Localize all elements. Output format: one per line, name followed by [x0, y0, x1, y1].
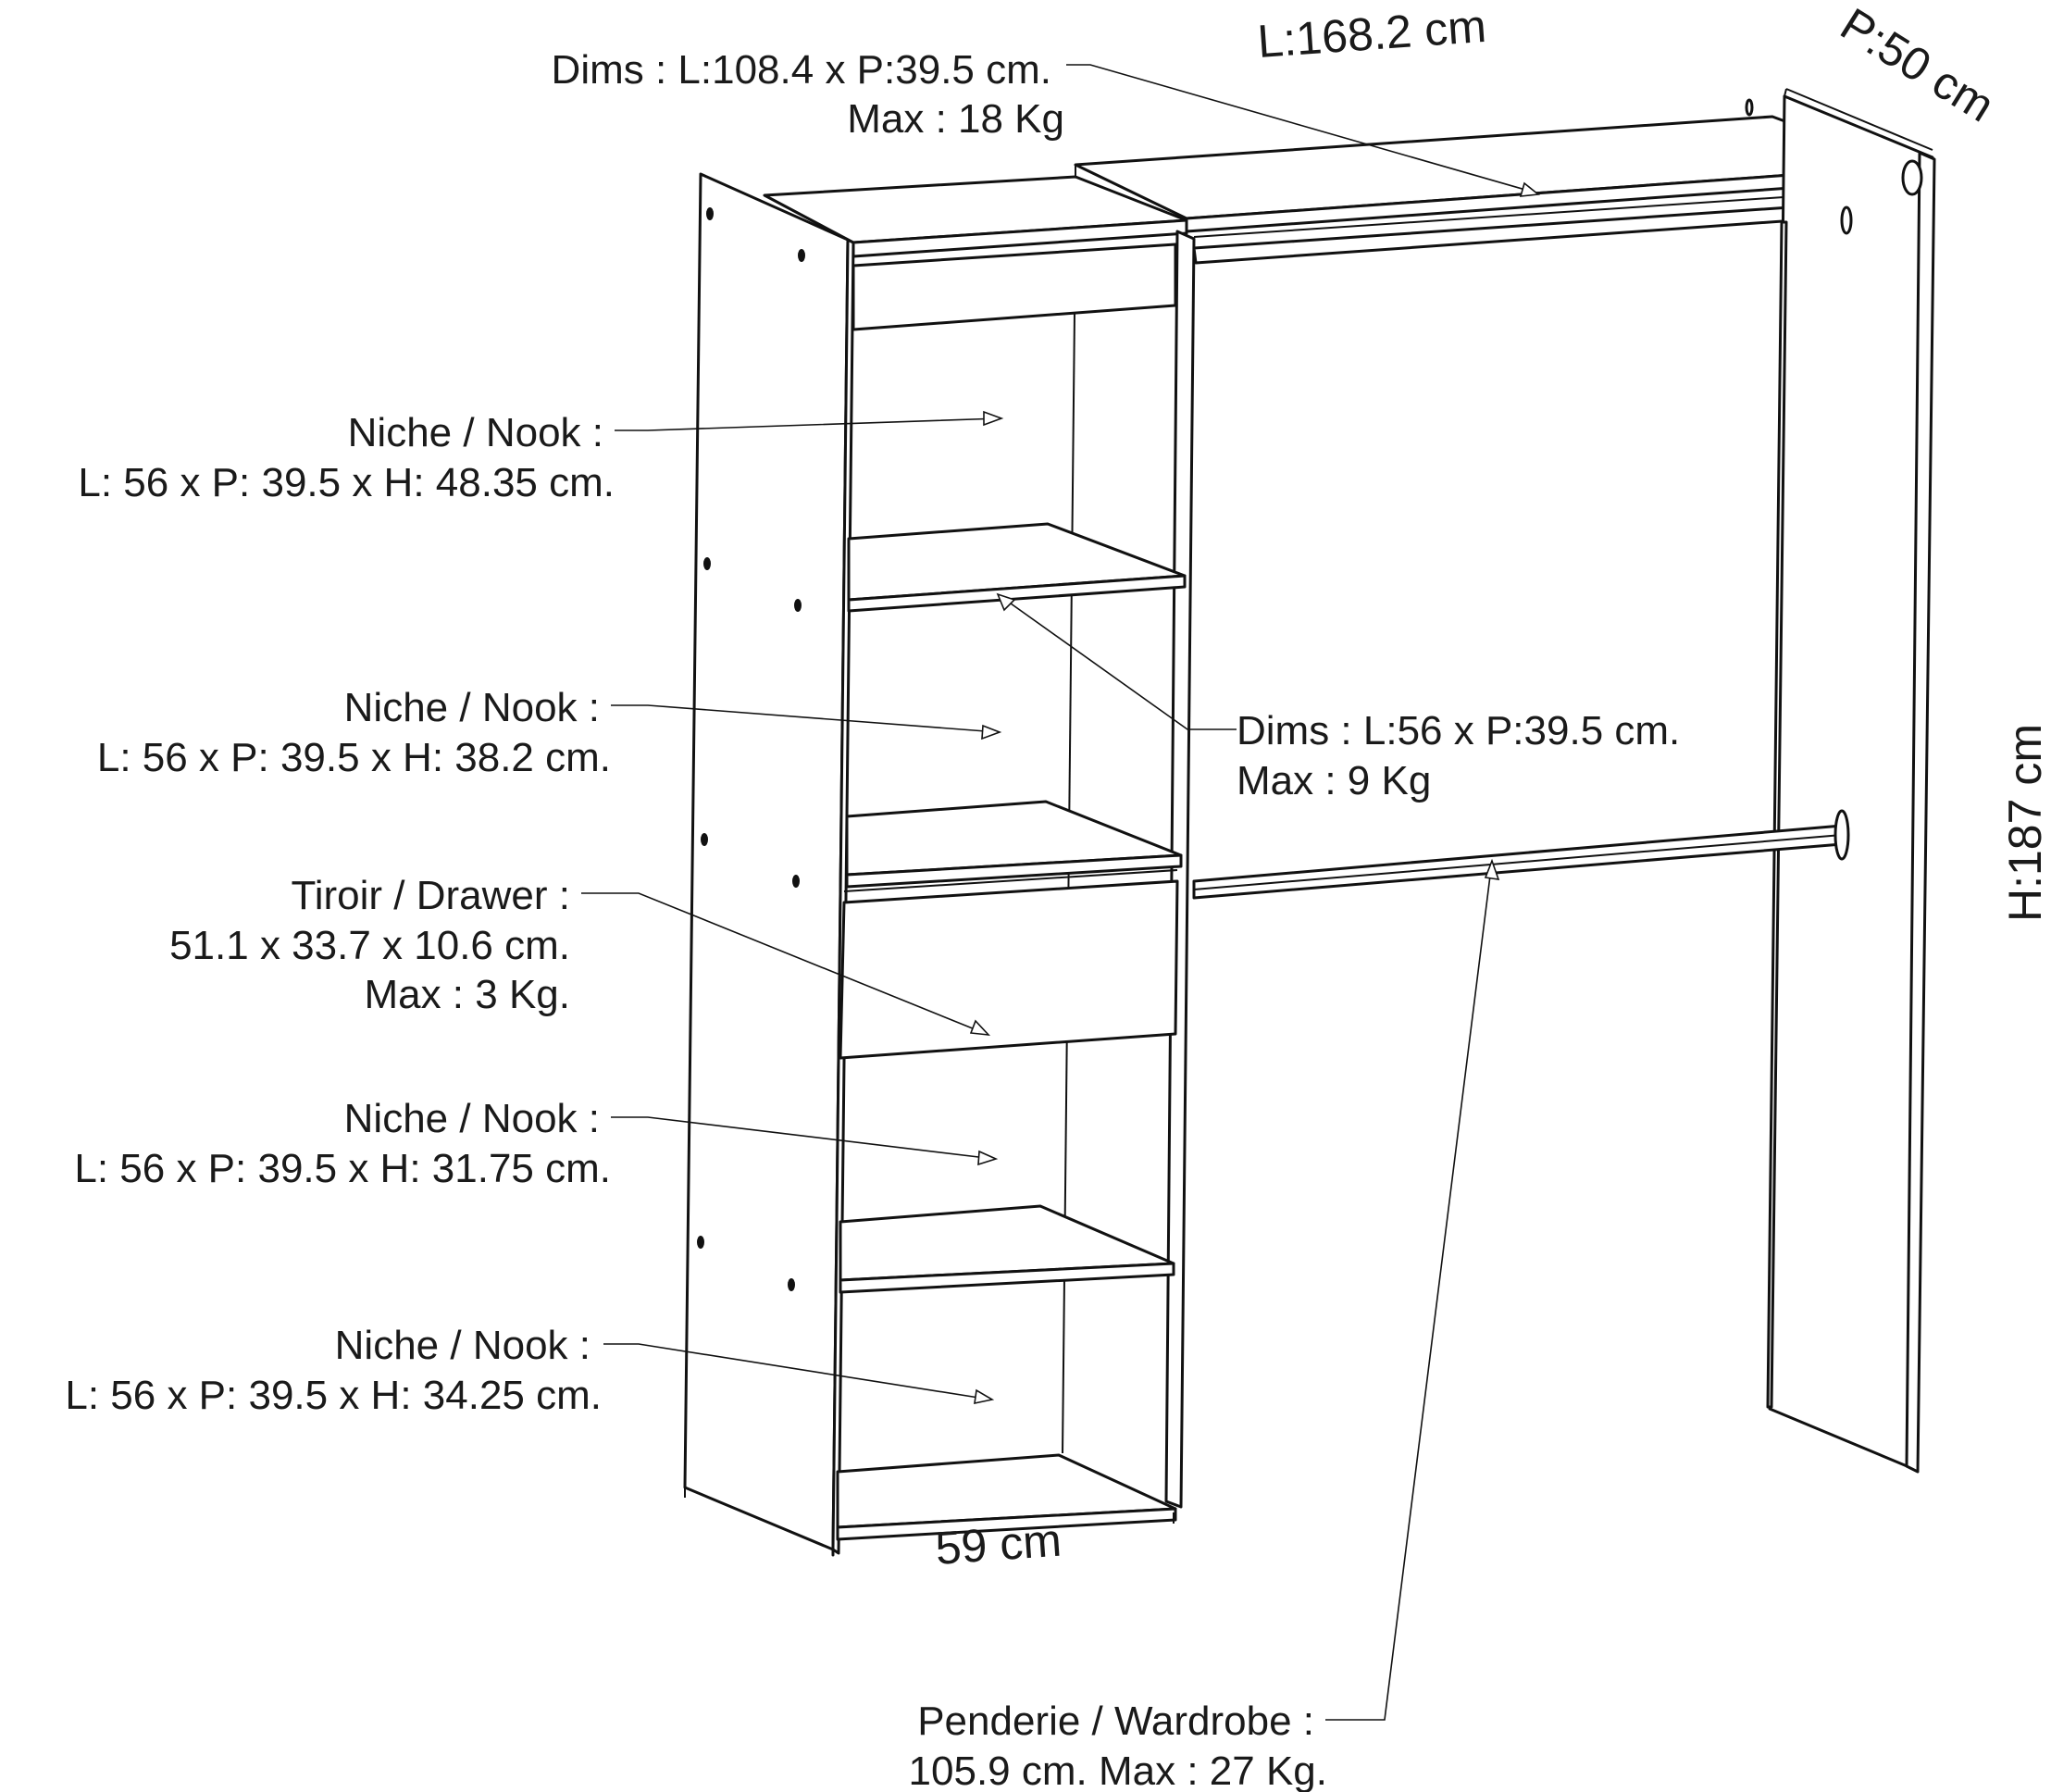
- callout-nook-3: Niche / Nook : L: 56 x P: 39.5 x H: 31.7…: [74, 1096, 611, 1191]
- callout-drawer: Tiroir / Drawer : 51.1 x 33.7 x 10.6 cm.…: [169, 873, 570, 1017]
- svg-text:Dims : L:108.4 x P:39.5 cm.: Dims : L:108.4 x P:39.5 cm.: [552, 47, 1051, 93]
- svg-text:L: 56 x P: 39.5 x H: 48.35 cm.: L: 56 x P: 39.5 x H: 48.35 cm.: [78, 460, 615, 505]
- svg-text:Max : 18 Kg: Max : 18 Kg: [847, 96, 1064, 142]
- drawer-front: [839, 879, 1179, 1060]
- svg-text:51.1 x 33.7 x 10.6 cm.: 51.1 x 33.7 x 10.6 cm.: [169, 923, 570, 968]
- callout-nook-1: Niche / Nook : L: 56 x P: 39.5 x H: 48.3…: [78, 410, 615, 505]
- width-dimension: L:168.2 cm: [1256, 0, 1488, 68]
- depth-dimension: P:50 cm: [1832, 0, 2003, 132]
- svg-text:Niche / Nook :: Niche / Nook :: [344, 1096, 600, 1141]
- rod-bracket: [1833, 809, 1850, 861]
- column-width-dimension: 59 cm: [934, 1514, 1063, 1574]
- svg-text:Niche / Nook :: Niche / Nook :: [344, 685, 600, 730]
- svg-text:Niche / Nook :: Niche / Nook :: [348, 410, 603, 455]
- right-inner-upright: [1766, 220, 1788, 1409]
- svg-text:L: 56 x P: 39.5 x H: 34.25 cm.: L: 56 x P: 39.5 x H: 34.25 cm.: [65, 1373, 602, 1418]
- svg-text:L: 56 x P: 39.5 x H: 31.75 cm.: L: 56 x P: 39.5 x H: 31.75 cm.: [74, 1146, 611, 1191]
- leader-lines: [581, 64, 1541, 1721]
- svg-text:Niche / Nook :: Niche / Nook :: [335, 1323, 590, 1368]
- svg-text:Max : 9 Kg: Max : 9 Kg: [1237, 758, 1431, 803]
- svg-text:Max : 3 Kg.: Max : 3 Kg.: [364, 972, 570, 1017]
- svg-text:105.9 cm. Max : 27 Kg.: 105.9 cm. Max : 27 Kg.: [909, 1748, 1327, 1792]
- callout-nook-4: Niche / Nook : L: 56 x P: 39.5 x H: 34.2…: [65, 1323, 602, 1418]
- svg-text:Penderie / Wardrobe :: Penderie / Wardrobe :: [917, 1699, 1314, 1744]
- shelf-pin-holes: [697, 207, 805, 1291]
- callout-top-shelf: Dims : L:108.4 x P:39.5 cm. Max : 18 Kg: [552, 47, 1064, 142]
- left-column-upper-back: [851, 243, 1177, 331]
- svg-text:Dims : L:56 x P:39.5 cm.: Dims : L:56 x P:39.5 cm.: [1237, 708, 1680, 753]
- center-divider-panel: [1164, 230, 1196, 1509]
- left-side-panel: [683, 172, 850, 1551]
- svg-text:L: 56 x P: 39.5 x H: 38.2 cm.: L: 56 x P: 39.5 x H: 38.2 cm.: [97, 735, 611, 780]
- callout-nook-2: Niche / Nook : L: 56 x P: 39.5 x H: 38.2…: [97, 685, 611, 780]
- callout-labels: Dims : L:108.4 x P:39.5 cm. Max : 18 Kg …: [65, 47, 1680, 1792]
- callout-middle-shelf: Dims : L:56 x P:39.5 cm. Max : 9 Kg: [1237, 708, 1680, 803]
- right-panel-front-edge: [1905, 151, 1936, 1474]
- height-dimension: H:187 cm: [1999, 724, 2051, 922]
- svg-text:Tiroir / Drawer :: Tiroir / Drawer :: [292, 873, 571, 918]
- furniture-drawing: [683, 88, 1936, 1557]
- left-column-top-rail: [851, 218, 1188, 258]
- callout-wardrobe: Penderie / Wardrobe : 105.9 cm. Max : 27…: [909, 1699, 1327, 1792]
